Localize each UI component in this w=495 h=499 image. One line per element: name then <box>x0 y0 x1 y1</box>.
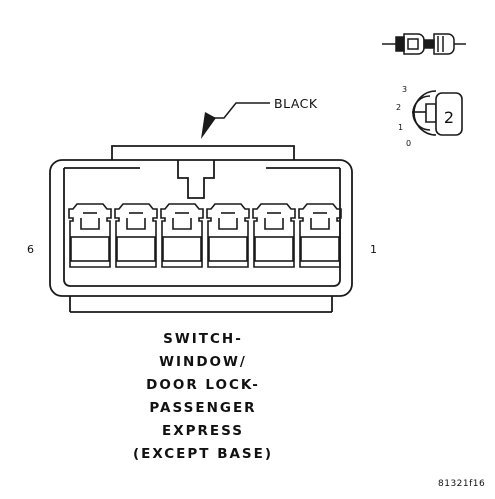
title-line-1: SWITCH- <box>163 331 243 347</box>
lock-key-label: 2 <box>444 108 454 127</box>
connector-body <box>49 145 353 313</box>
callout-arrowhead <box>201 112 216 139</box>
pin-cavity-5 <box>114 203 158 268</box>
wire-color-callout: BLACK <box>201 96 318 139</box>
lock-position-icon: 3 2 1 0 2 <box>396 85 463 148</box>
pin-cavity-2 <box>252 203 296 268</box>
pin-cavity-3 <box>206 203 250 268</box>
title-line-5: EXPRESS <box>162 423 244 439</box>
figure-id: 81321f16 <box>438 479 485 489</box>
wire-color-label: BLACK <box>274 96 318 111</box>
lock-position-0: 0 <box>406 139 411 148</box>
lock-position-2: 2 <box>396 103 401 112</box>
title-line-6: (EXCEPT BASE) <box>133 446 273 462</box>
pin-cavity-1 <box>298 203 342 268</box>
title-line-4: PASSENGER <box>149 400 256 416</box>
pin-cavity-6 <box>68 203 112 268</box>
pin-label-6: 6 <box>27 243 34 256</box>
pin-label-1: 1 <box>370 243 377 256</box>
pin-cavity-4 <box>160 203 204 268</box>
pin-row <box>68 203 342 268</box>
connector-mating-icon <box>382 33 466 55</box>
lock-position-3: 3 <box>402 85 407 94</box>
connector-title: SWITCH- WINDOW/ DOOR LOCK- PASSENGER EXP… <box>133 331 273 462</box>
connector-latch <box>177 160 215 199</box>
lock-position-1: 1 <box>398 123 403 132</box>
title-line-2: WINDOW/ <box>159 354 247 370</box>
title-line-3: DOOR LOCK- <box>146 377 260 393</box>
